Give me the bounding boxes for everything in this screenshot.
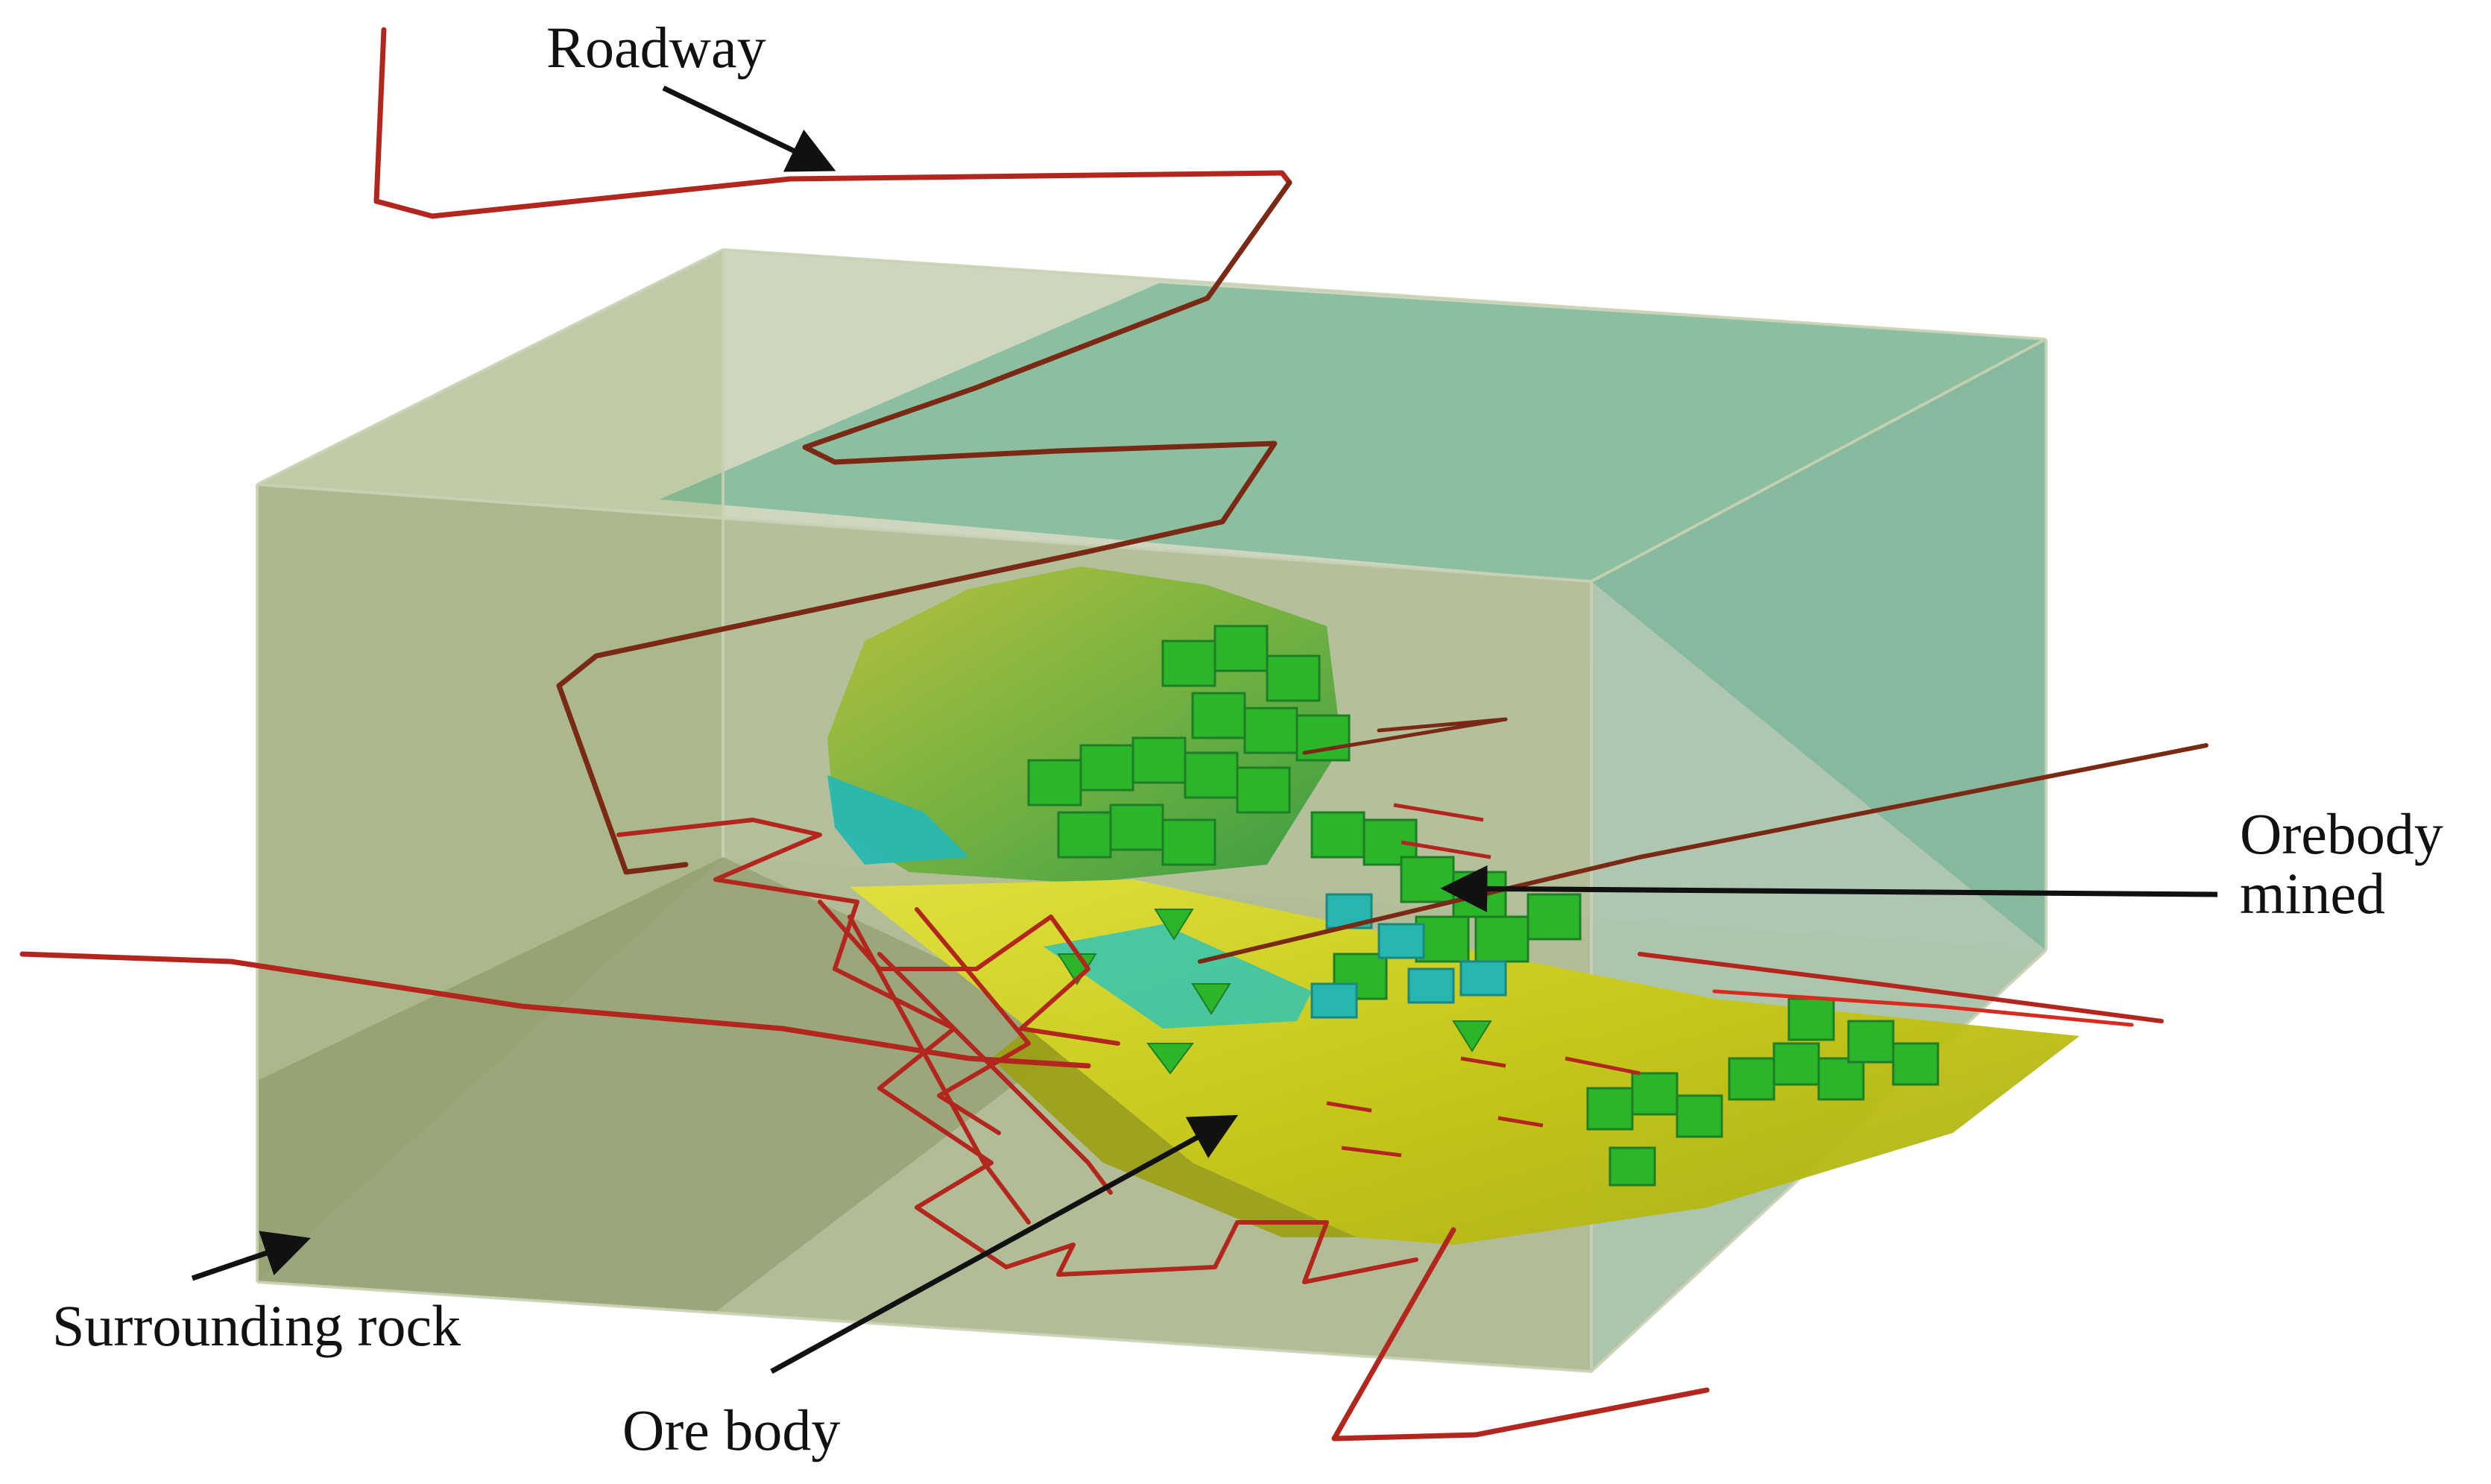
ore-body-label: Ore body — [622, 1398, 840, 1462]
roadway-descending-segment — [556, 180, 1292, 875]
roadway-right-branches-2 — [1712, 989, 2134, 1027]
ore-body-lower-face — [991, 1029, 1357, 1237]
labels: Roadway Orebody mined Surrounding rock O… — [52, 15, 2443, 1462]
ore-body-cyan-face — [827, 775, 969, 865]
roadway-arrow — [662, 85, 836, 172]
roadway-network — [19, 27, 2209, 1442]
roadway-lower-loops — [616, 818, 1418, 1284]
orebody-mined-label-line1: Orebody — [2240, 801, 2443, 866]
roadway-top-segment — [373, 27, 1292, 219]
roadway-cross-2 — [847, 915, 1031, 1225]
block-inclined-top-face — [660, 283, 2046, 950]
ore-body-arrow — [770, 1114, 1239, 1374]
roadway-right-branches — [1638, 952, 2164, 1023]
orebody-mined-triangles — [1057, 909, 1492, 1075]
roadway-right-diagonal — [1198, 743, 2209, 964]
orebody-mined-arrow — [1440, 865, 2218, 912]
roadway-scattered-drifts — [1326, 803, 1641, 1158]
surrounding-rock-arrow — [191, 1231, 311, 1281]
orebody-mined-blocks — [1027, 625, 1939, 1187]
surrounding-rock-label: Surrounding rock — [52, 1293, 461, 1358]
ore-body-cyan-face-2 — [1044, 924, 1312, 1029]
orebody-mined-label-line2: mined — [2240, 861, 2385, 926]
roadway-bottom-segment — [1331, 1227, 1710, 1442]
roadway-cross-4 — [915, 907, 1031, 1135]
roadway-right-branches-3 — [1302, 717, 1508, 755]
roadway-left-segment — [19, 951, 1091, 1069]
annotation-arrows — [191, 85, 2218, 1374]
block-left-face — [257, 250, 723, 1282]
ore-body — [827, 566, 2080, 1245]
roadway-cross-3 — [877, 952, 1113, 1195]
roadway-label: Roadway — [546, 15, 766, 80]
